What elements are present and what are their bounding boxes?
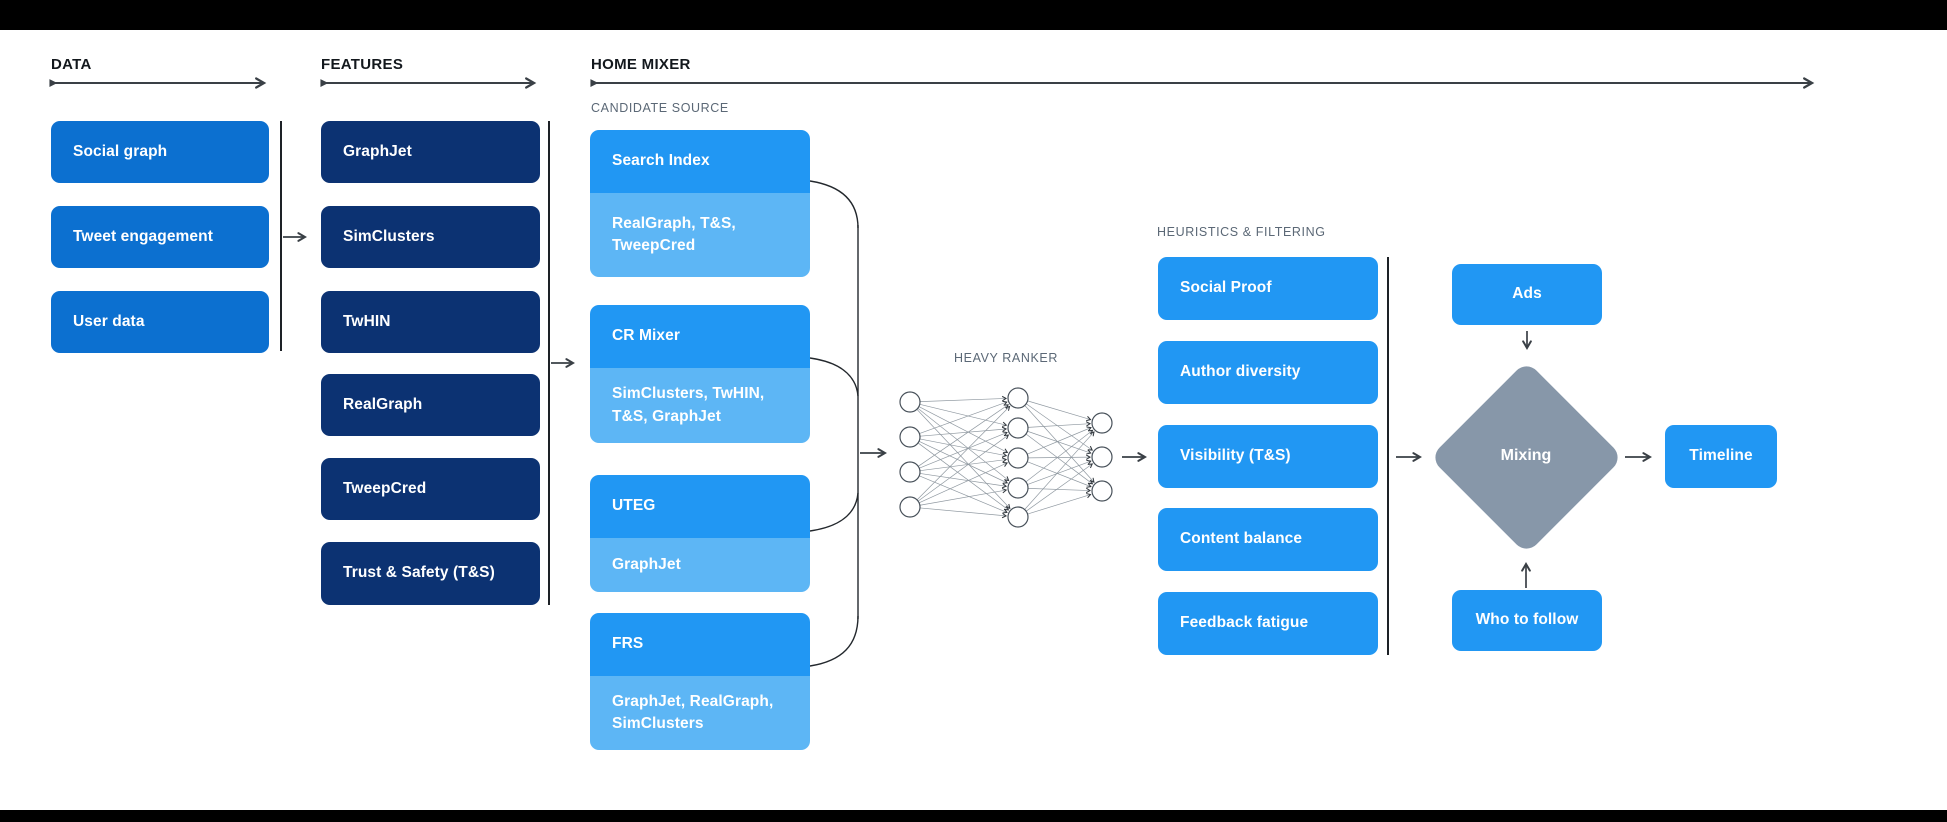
bottom-letterbox-bar — [0, 810, 1947, 822]
mixing-label: Mixing — [1500, 447, 1552, 464]
data-box: Tweet engagement — [51, 206, 269, 268]
nn-node — [1007, 477, 1029, 499]
candidate-header: UTEG — [590, 475, 810, 538]
heuristics-box: Visibility (T&S) — [1158, 425, 1378, 488]
candidate-sources: GraphJet — [590, 538, 810, 592]
nn-node — [899, 461, 921, 483]
nn-node — [899, 426, 921, 448]
heuristics-filtering-label: HEURISTICS & FILTERING — [1157, 225, 1326, 239]
heuristics-box: Social Proof — [1158, 257, 1378, 320]
nn-node — [899, 496, 921, 518]
nn-node — [1091, 446, 1113, 468]
candidate-merge-curves — [809, 180, 859, 667]
section-label-data: DATA — [51, 56, 92, 73]
features-box: GraphJet — [321, 121, 540, 183]
features-box: TwHIN — [321, 291, 540, 353]
features-box: Trust & Safety (T&S) — [321, 542, 540, 605]
candidate-source-label: CANDIDATE SOURCE — [591, 101, 729, 115]
nn-node — [1007, 506, 1029, 528]
section-label-home-mixer: HOME MIXER — [591, 56, 691, 73]
nn-node — [1091, 412, 1113, 434]
data-box: User data — [51, 291, 269, 353]
data-box: Social graph — [51, 121, 269, 183]
features-box: RealGraph — [321, 374, 540, 436]
top-letterbox-bar — [0, 0, 1947, 30]
candidate-header: Search Index — [590, 130, 810, 193]
timeline-box: Timeline — [1665, 425, 1777, 488]
candidate-sources: SimClusters, TwHIN, T&S, GraphJet — [590, 368, 810, 443]
candidate-sources: GraphJet, RealGraph, SimClusters — [590, 676, 810, 750]
nn-node — [1091, 480, 1113, 502]
neural-network — [899, 387, 1113, 528]
nn-node — [1007, 447, 1029, 469]
section-label-features: FEATURES — [321, 56, 404, 73]
features-box: SimClusters — [321, 206, 540, 268]
heavy-ranker-label: HEAVY RANKER — [954, 351, 1058, 365]
heuristics-box: Content balance — [1158, 508, 1378, 571]
features-box: TweepCred — [321, 458, 540, 520]
candidate-header: FRS — [590, 613, 810, 676]
nn-node — [1007, 387, 1029, 409]
candidate-sources: RealGraph, T&S, TweepCred — [590, 193, 810, 277]
heuristics-box: Author diversity — [1158, 341, 1378, 404]
who-to-follow-box: Who to follow — [1452, 590, 1602, 651]
nn-node — [899, 391, 921, 413]
nn-node — [1007, 417, 1029, 439]
candidate-header: CR Mixer — [590, 305, 810, 368]
heuristics-box: Feedback fatigue — [1158, 592, 1378, 655]
ads-box: Ads — [1452, 264, 1602, 325]
